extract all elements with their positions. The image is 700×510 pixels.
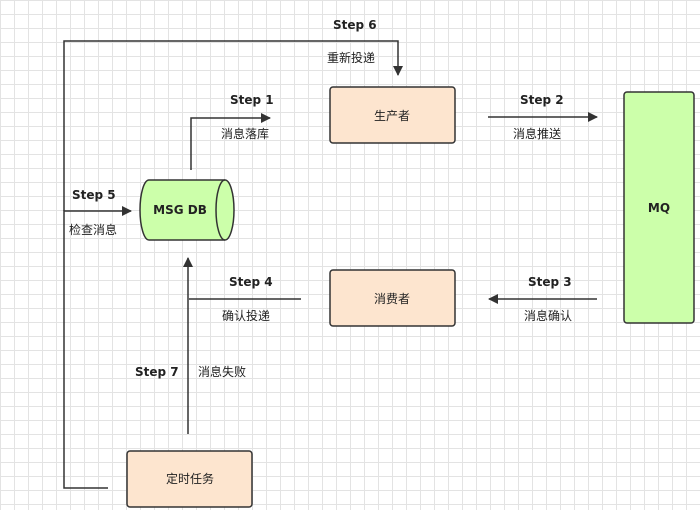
step7-label: Step 7	[135, 365, 179, 379]
step1-label: Step 1	[230, 93, 274, 107]
node-msg-db: MSG DB	[139, 179, 235, 241]
producer-label: 生产者	[374, 109, 410, 123]
step4-label: Step 4	[229, 275, 273, 289]
msg-db-label: MSG DB	[153, 203, 207, 217]
mq-label: MQ	[648, 201, 670, 215]
node-mq: MQ	[623, 91, 695, 324]
node-producer: 生产者	[329, 86, 456, 144]
consumer-label: 消费者	[374, 292, 410, 306]
arrow-step6	[63, 40, 403, 211]
step1-text: 消息落库	[221, 126, 269, 141]
node-consumer: 消费者	[329, 269, 456, 327]
step2-label: Step 2	[520, 93, 564, 107]
step3-label: Step 3	[528, 275, 572, 289]
arrow-step1	[190, 113, 271, 170]
step5-label: Step 5	[72, 188, 116, 202]
step6-label: Step 6	[333, 18, 377, 32]
step3-text: 消息确认	[524, 308, 572, 323]
step5-text: 检查消息	[69, 222, 117, 237]
step2-text: 消息推送	[513, 126, 561, 141]
node-scheduler: 定时任务	[126, 450, 253, 508]
step6-text: 重新投递	[327, 50, 375, 65]
step4-text: 确认投递	[222, 308, 270, 323]
arrow-step5	[63, 206, 132, 489]
scheduler-label: 定时任务	[166, 471, 214, 486]
step7-text: 消息失败	[198, 364, 246, 379]
